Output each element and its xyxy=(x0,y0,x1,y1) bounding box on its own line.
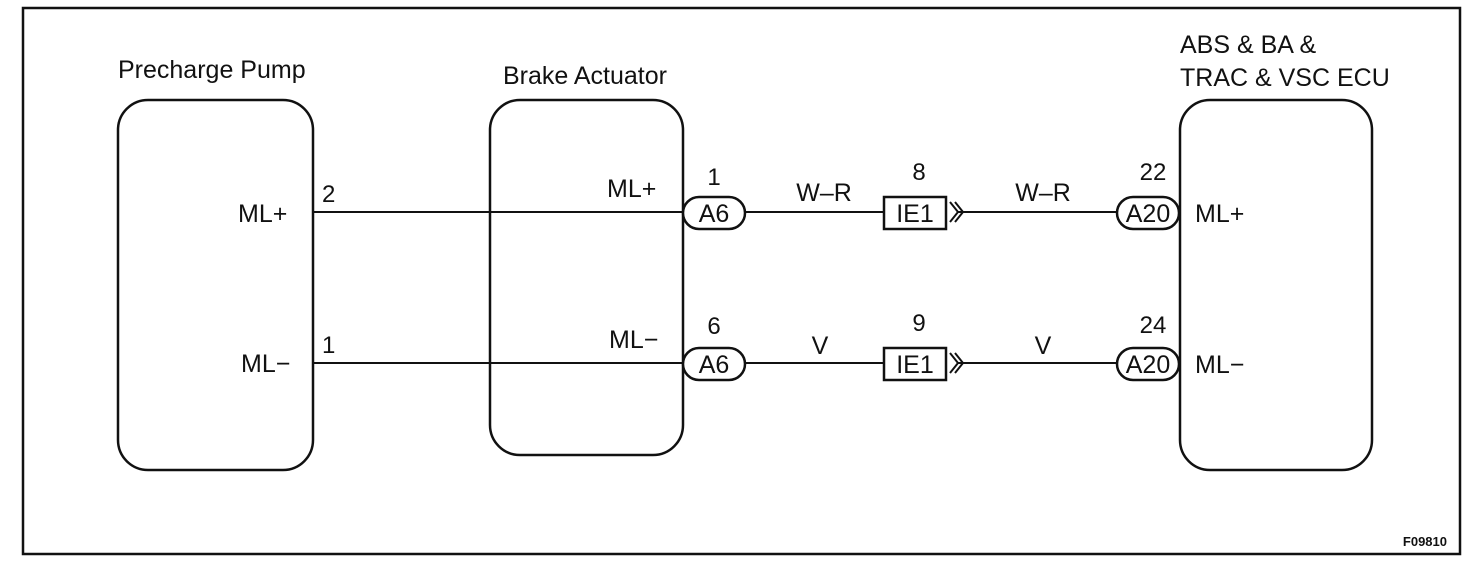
ie1-top-label: IE1 xyxy=(896,200,934,228)
a20-top-label: A20 xyxy=(1126,200,1170,228)
precharge-pump-box xyxy=(116,98,315,472)
connector-a6-top xyxy=(681,195,747,231)
wire-color-top-right: W–R xyxy=(1015,179,1071,207)
a20-pin-22: 22 xyxy=(1140,159,1167,186)
pump-ml-minus-label: ML− xyxy=(241,350,290,378)
diagram-frame xyxy=(21,6,1462,556)
pump-pin-1: 1 xyxy=(322,332,335,359)
a20-bottom-label: A20 xyxy=(1126,351,1170,379)
ecu-title-line2: TRAC & VSC ECU xyxy=(1180,64,1390,92)
ie1-bottom-label: IE1 xyxy=(896,351,934,379)
wire-color-bottom-right: V xyxy=(1035,332,1052,360)
actuator-ml-plus-label: ML+ xyxy=(607,175,656,203)
ie1-pin-9: 9 xyxy=(912,310,925,337)
connector-a20-top xyxy=(1115,195,1181,231)
wire-color-top-left: W–R xyxy=(796,179,852,207)
ie1-top-arrow-icon xyxy=(949,201,965,223)
a6-bottom-label: A6 xyxy=(699,351,730,379)
a6-pin-6: 6 xyxy=(707,313,720,340)
figure-code: F09810 xyxy=(1403,534,1447,549)
connector-a6-bottom xyxy=(681,346,747,382)
brake-actuator-title: Brake Actuator xyxy=(503,62,667,90)
ie1-bottom-arrow-icon xyxy=(949,352,965,374)
precharge-pump-title: Precharge Pump xyxy=(118,56,306,84)
wire-color-bottom-left: V xyxy=(812,332,829,360)
ie1-pin-8: 8 xyxy=(912,159,925,186)
pump-pin-2: 2 xyxy=(322,181,335,208)
junction-ie1-top xyxy=(882,195,948,231)
abs-ecu-box xyxy=(1178,98,1374,472)
brake-actuator-box xyxy=(488,98,685,457)
ecu-ml-plus-label: ML+ xyxy=(1195,200,1244,228)
pump-ml-plus-label: ML+ xyxy=(238,200,287,228)
a6-top-label: A6 xyxy=(699,200,730,228)
a6-pin-1: 1 xyxy=(707,164,720,191)
junction-ie1-bottom xyxy=(882,346,948,382)
connector-a20-bottom xyxy=(1115,346,1181,382)
ecu-ml-minus-label: ML− xyxy=(1195,351,1244,379)
ecu-title-line1: ABS & BA & xyxy=(1180,31,1317,59)
a20-pin-24: 24 xyxy=(1140,312,1167,339)
actuator-ml-minus-label: ML− xyxy=(609,326,658,354)
